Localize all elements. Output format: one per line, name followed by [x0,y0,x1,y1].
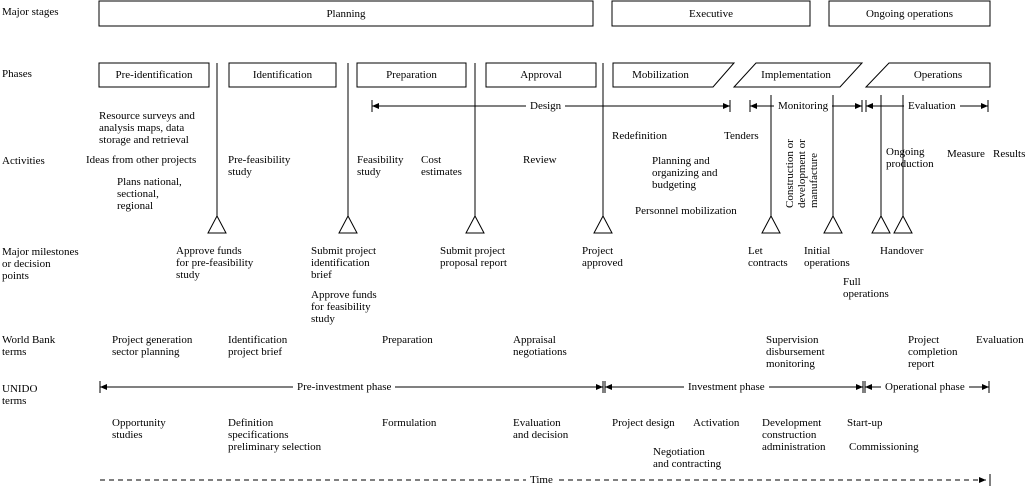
wb-evaluation: Evaluation [976,334,1024,346]
milestone-triangle-2 [338,214,358,234]
phase-implementation: Implementation [761,69,831,81]
phase-pre-identification: Pre-identification [115,69,193,81]
stage-box-ongoing [828,0,991,27]
span-evaluation: Evaluation [904,100,960,112]
phase-preparation: Preparation [386,69,437,81]
activity-tenders: Tenders [724,130,759,142]
unido-formulation: Formulation [382,417,437,429]
unido-opportunity-studies: Opportunity studies [112,417,166,441]
row-label-milestones: Major milestones or decision points [2,246,79,282]
time-label: Time [526,474,557,486]
stage-box-executive [611,0,811,27]
phase-box-identification [228,62,337,88]
activity-prefeasibility: Pre-feasibility study [228,154,291,178]
phase-box-pre-identification [98,62,210,88]
milestone-let-contracts: Let contracts [748,245,788,269]
milestone-triangle-4 [593,214,613,234]
milestone-triangle-3 [465,214,485,234]
row-label-activities: Activities [2,155,45,167]
activity-plans: Plans national, sectional, regional [117,176,182,212]
milestone-full-operations: Full operations [843,276,889,300]
phase-operations: Operations [913,69,963,81]
unido-negotiation: Negotiation and contracting [653,446,722,470]
unido-commissioning: Commissioning [849,441,919,453]
unido-evaluation-decision: Evaluation and decision [513,417,569,441]
milestone-triangle-5 [761,214,781,234]
milestone-submit-identification: Submit project identification brief [311,245,377,281]
milestone-triangle-1 [207,214,227,234]
unido-operational-phase: Operational phase [881,381,969,393]
wb-appraisal: Appraisal negotiations [513,334,567,358]
unido-startup: Start-up [847,417,883,429]
wb-identification: Identification project brief [228,334,288,358]
milestone-initial-operations: Initial operations [804,245,850,269]
unido-project-design: Project design [612,417,675,429]
stage-ongoing-operations: Ongoing operations [865,8,954,20]
stage-planning: Planning [326,8,366,20]
activity-ongoing-production: Ongoing production [886,146,934,170]
row-label-phases: Phases [2,68,32,80]
milestone-submit-proposal: Submit project proposal report [440,245,507,269]
phase-approval: Approval [520,69,562,81]
row-label-world-bank: World Bank terms [2,334,56,358]
phase-box-mobilization [612,62,736,88]
milestone-approve-prefeasibility: Approve funds for pre-feasibility study [176,245,254,281]
activity-results: Results [993,148,1026,160]
phase-identification: Identification [252,69,313,81]
stage-box-planning [98,0,594,27]
phase-box-operations [864,62,991,88]
row-label-major-stages: Major stages [2,6,59,18]
milestone-handover: Handover [880,245,924,257]
wb-project-generation: Project generation sector planning [112,334,193,358]
unido-definition: Definition specifications preliminary se… [228,417,322,453]
milestone-triangle-7 [871,214,891,234]
activity-feasibility: Feasibility study [357,154,404,178]
unido-investment-phase: Investment phase [684,381,769,393]
activity-cost-estimates: Cost estimates [421,154,462,178]
activity-personnel-mobilization: Personnel mobilization [635,205,737,217]
stage-executive: Executive [689,8,733,20]
activity-measure: Measure [947,148,985,160]
activity-ideas: Ideas from other projects [86,154,197,166]
phase-mobilization: Mobilization [632,69,689,81]
row-label-unido: UNIDO terms [2,383,38,407]
phase-box-approval [485,62,597,88]
span-design: Design [526,100,566,112]
activity-construction: Construction or development or manufactu… [784,139,820,208]
milestone-triangle-8 [893,214,913,234]
phase-box-preparation [356,62,467,88]
phase-box-implementation [732,62,864,88]
span-monitoring: Monitoring [774,100,833,112]
wb-completion-report: Project completion report [908,334,958,370]
unido-development: Development construction administration [762,417,826,453]
milestone-approve-feasibility: Approve funds for feasibility study [311,289,377,325]
activity-redefinition: Redefinition [612,130,667,142]
unido-pre-investment-phase: Pre-investment phase [293,381,396,393]
milestone-project-approved: Project approved [582,245,623,269]
unido-activation: Activation [693,417,740,429]
wb-supervision: Supervision disbursement monitoring [766,334,825,370]
activity-resource-surveys: Resource surveys and analysis maps, data… [99,110,195,146]
activity-planning-organizing: Planning and organizing and budgeting [652,155,718,191]
milestone-triangle-6 [823,214,843,234]
wb-preparation: Preparation [382,334,433,346]
activity-review: Review [523,154,557,166]
